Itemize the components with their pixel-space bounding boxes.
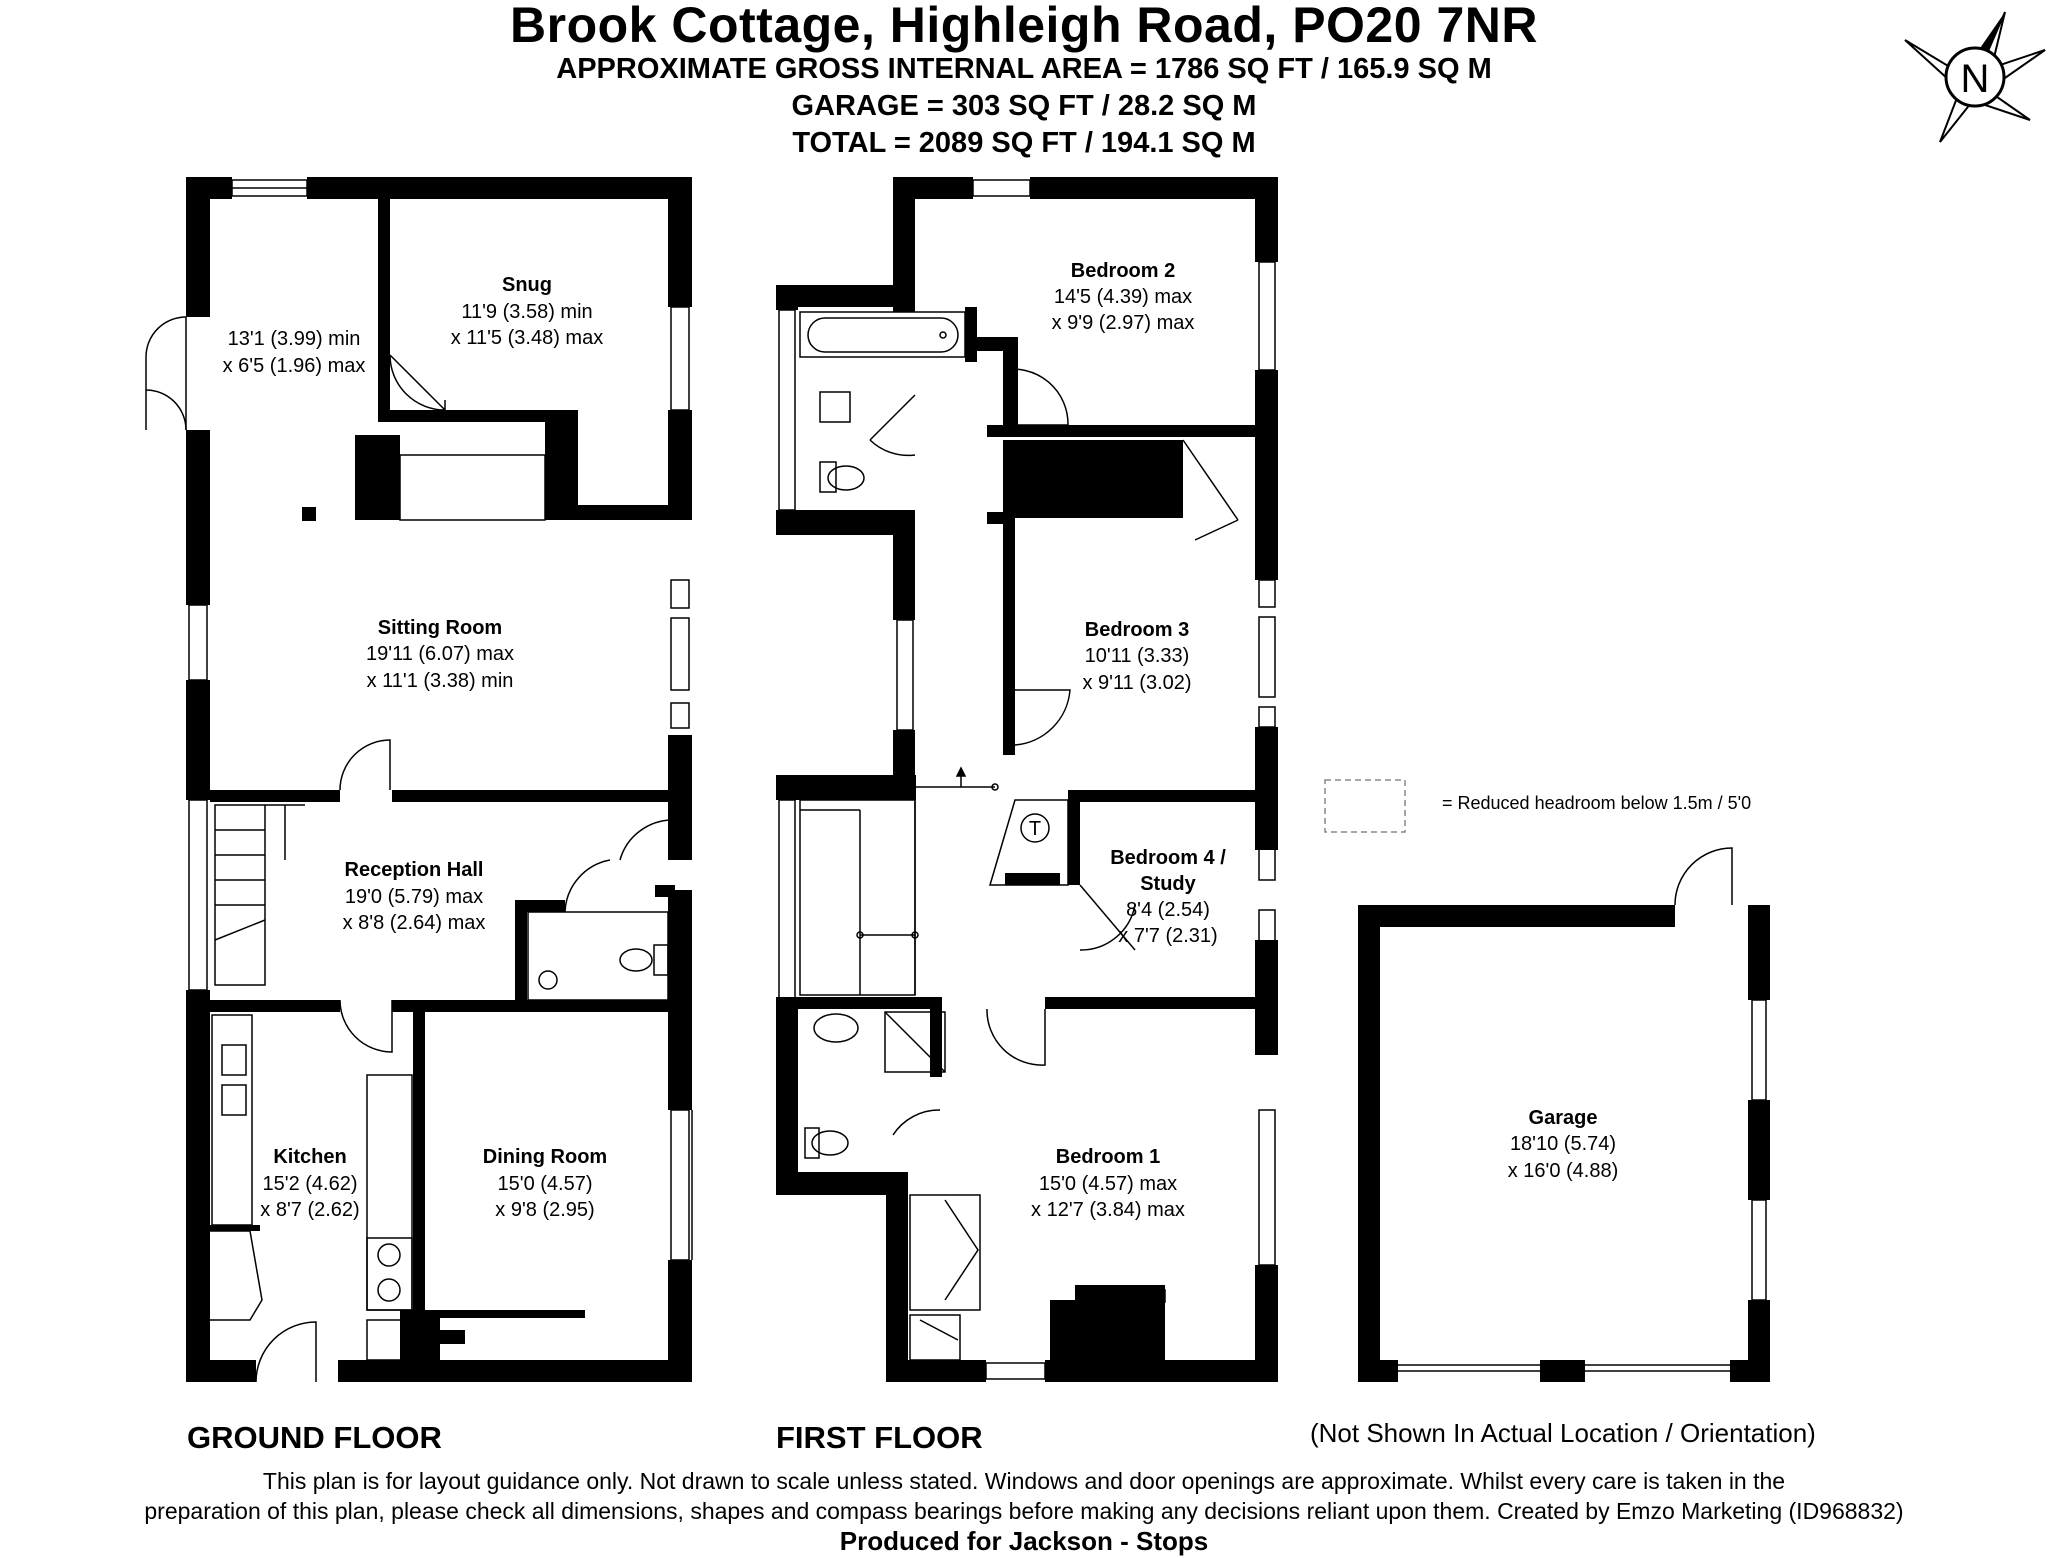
garage-name: Garage bbox=[1529, 1107, 1598, 1129]
dining-room-dim1: 15'0 (4.57) bbox=[498, 1173, 593, 1195]
bedroom-1-name: Bedroom 1 bbox=[1056, 1146, 1160, 1168]
garage-area-line: GARAGE = 303 SQ FT / 28.2 SQ M bbox=[791, 90, 1257, 122]
gf-unnamed-room-dim2: x 6'5 (1.96) max bbox=[223, 355, 366, 377]
gf-unnamed-room-dim1: 13'1 (3.99) min bbox=[228, 328, 361, 350]
sitting-room-dim1: 19'11 (6.07) max bbox=[366, 643, 514, 665]
bedroom-2-name: Bedroom 2 bbox=[1071, 260, 1175, 282]
garage-location-note: (Not Shown In Actual Location / Orientat… bbox=[1310, 1418, 1816, 1448]
garage-plan bbox=[1358, 905, 1770, 1382]
kitchen-name: Kitchen bbox=[273, 1146, 346, 1168]
bedroom-4-name-line1: Bedroom 4 / bbox=[1110, 847, 1226, 869]
snug-name: Snug bbox=[502, 274, 552, 296]
bedroom-3-name: Bedroom 3 bbox=[1085, 619, 1189, 641]
first-floor-plan bbox=[776, 177, 1278, 1382]
bedroom-1-dim1: 15'0 (4.57) max bbox=[1039, 1173, 1177, 1195]
produced-for-line: Produced for Jackson - Stops bbox=[839, 1526, 1209, 1556]
bedroom-3-dim1: 10'11 (3.33) bbox=[1085, 645, 1190, 667]
garage-dim1: 18'10 (5.74) bbox=[1510, 1133, 1616, 1155]
reception-hall-dim1: 19'0 (5.79) max bbox=[345, 886, 483, 908]
reception-hall-name: Reception Hall bbox=[345, 859, 484, 881]
ground-floor-outlines bbox=[145, 179, 693, 1383]
property-title: Brook Cottage, Highleigh Road, PO20 7NR bbox=[510, 0, 1538, 53]
compass-north-label: N bbox=[1961, 57, 1990, 101]
disclaimer-line-1: This plan is for layout guidance only. N… bbox=[262, 1468, 1786, 1494]
bedroom-1-dim2: x 12'7 (3.84) max bbox=[1031, 1199, 1185, 1221]
ground-floor-plan bbox=[186, 177, 692, 1382]
kitchen-dim1: 15'2 (4.62) bbox=[263, 1173, 358, 1195]
garage-dim2: x 16'0 (4.88) bbox=[1508, 1160, 1619, 1182]
bedroom-2-dim1: 14'5 (4.39) max bbox=[1054, 286, 1192, 308]
water-tank-symbol: T bbox=[1029, 818, 1041, 840]
legend-text: = Reduced headroom below 1.5m / 5'0 bbox=[1442, 793, 1752, 813]
reception-hall-dim2: x 8'8 (2.64) max bbox=[343, 912, 486, 934]
disclaimer: This plan is for layout guidance only. N… bbox=[0, 1466, 2048, 1556]
sitting-room-name: Sitting Room bbox=[378, 617, 502, 639]
compass-icon: N bbox=[1904, 11, 2046, 143]
bedroom-4-dim2: x 7'7 (2.31) bbox=[1118, 925, 1217, 947]
disclaimer-line-2: preparation of this plan, please check a… bbox=[144, 1498, 1904, 1524]
kitchen-dim2: x 8'7 (2.62) bbox=[260, 1199, 359, 1221]
reduced-headroom-legend-swatch bbox=[1324, 779, 1406, 833]
total-area-line: TOTAL = 2089 SQ FT / 194.1 SQ M bbox=[792, 127, 1256, 159]
bedroom-3-dim2: x 9'11 (3.02) bbox=[1082, 672, 1191, 694]
dining-room-dim2: x 9'8 (2.95) bbox=[495, 1199, 594, 1221]
bedroom-4-name-line2: Study bbox=[1140, 873, 1196, 895]
first-floor-label: FIRST FLOOR bbox=[776, 1420, 983, 1455]
sitting-room-dim2: x 11'1 (3.38) min bbox=[367, 670, 514, 692]
gross-area-line: APPROXIMATE GROSS INTERNAL AREA = 1786 S… bbox=[556, 53, 1492, 85]
first-floor-outlines bbox=[778, 179, 1276, 1380]
snug-dim2: x 11'5 (3.48) max bbox=[451, 327, 603, 349]
garage-outlines bbox=[1398, 847, 1767, 1372]
snug-dim1: 11'9 (3.58) min bbox=[461, 301, 592, 323]
dining-room-name: Dining Room bbox=[483, 1146, 607, 1168]
bedroom-4-dim1: 8'4 (2.54) bbox=[1126, 899, 1210, 921]
room-labels: 13'1 (3.99) min x 6'5 (1.96) max Snug 11… bbox=[223, 260, 1619, 1221]
ground-floor-label: GROUND FLOOR bbox=[187, 1420, 442, 1455]
bedroom-2-dim2: x 9'9 (2.97) max bbox=[1052, 312, 1195, 334]
